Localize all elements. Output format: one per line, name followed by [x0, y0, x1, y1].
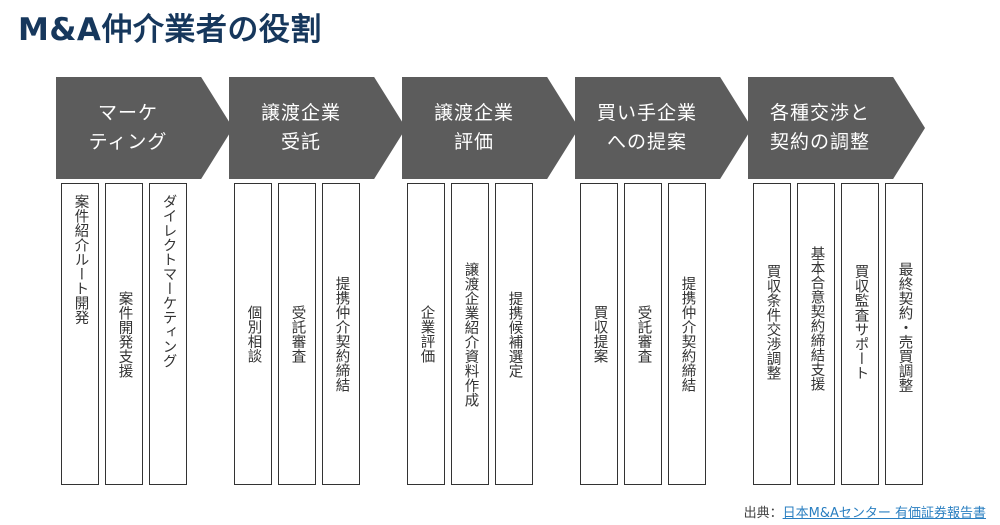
stage-label: マーケ ティング: [88, 102, 168, 153]
stage-marketing: マーケ ティング: [56, 77, 233, 179]
stage-arrow: [229, 77, 406, 179]
task-label: 譲渡企業紹介資料作成: [462, 261, 479, 407]
stage-label: 買い手企業 への提案: [596, 102, 697, 153]
stage-negotiation-contract: 各種交渉と 契約の調整: [748, 77, 925, 179]
stage-arrow: [748, 77, 925, 179]
page-title: M&A仲介業者の役割: [18, 12, 322, 48]
task-box: ダイレクトマーケティング: [149, 183, 187, 485]
stage-label: 各種交渉と 契約の調整: [769, 102, 870, 153]
task-label: 案件紹介ルート開発: [72, 194, 89, 325]
task-label: 提携仲介契約締結: [679, 276, 696, 392]
task-box: 提携仲介契約締結: [668, 183, 706, 485]
task-box: 最終契約・売買調整: [885, 183, 923, 485]
task-label: ダイレクトマーケティング: [160, 194, 177, 368]
task-label: 企業評価: [418, 305, 435, 363]
stage-label: 譲渡企業 受託: [260, 102, 341, 153]
task-box: 案件開発支援: [105, 183, 143, 485]
source-citation: 出典：日本M&Aセンター 有価証券報告書: [744, 502, 986, 521]
task-box: 案件紹介ルート開発: [61, 183, 99, 485]
task-label: 買収条件交渉調整: [764, 264, 781, 380]
task-box: 提携仲介契約締結: [322, 183, 360, 485]
task-label: 買収監査サポート: [852, 264, 869, 380]
task-box: 個別相談: [234, 183, 272, 485]
task-box: 買収条件交渉調整: [753, 183, 791, 485]
task-box: 買収提案: [580, 183, 618, 485]
task-box: 企業評価: [407, 183, 445, 485]
stage-buyer-proposal: 買い手企業 への提案: [575, 77, 752, 179]
stage-seller-engagement: 譲渡企業 受託: [229, 77, 406, 179]
task-box: 受託審査: [278, 183, 316, 485]
task-label: 個別相談: [245, 305, 262, 363]
stage-arrow: [575, 77, 752, 179]
stage-label: 譲渡企業 評価: [433, 102, 514, 153]
task-box: 受託審査: [624, 183, 662, 485]
task-label: 買収提案: [591, 305, 608, 363]
task-box: 買収監査サポート: [841, 183, 879, 485]
task-label: 受託審査: [289, 305, 306, 363]
stage-seller-valuation: 譲渡企業 評価: [402, 77, 579, 179]
stage-arrow: [402, 77, 579, 179]
process-flow: マーケ ティング 譲渡企業 受託 譲渡企業 評価 買い手企業 への提案 各種交渉…: [56, 77, 925, 485]
task-label: 提携仲介契約締結: [333, 276, 350, 392]
source-link[interactable]: 日本M&Aセンター 有価証券報告書: [782, 506, 986, 521]
task-label: 案件開発支援: [116, 290, 133, 378]
task-label: 提携候補選定: [506, 290, 523, 378]
task-box: 提携候補選定: [495, 183, 533, 485]
task-label: 受託審査: [635, 305, 652, 363]
task-box: 譲渡企業紹介資料作成: [451, 183, 489, 485]
stage-arrow: [56, 77, 233, 179]
task-label: 最終契約・売買調整: [896, 262, 913, 393]
source-prefix: 出典：: [743, 506, 783, 521]
task-box: 基本合意契約締結支援: [797, 183, 835, 485]
task-label: 基本合意契約締結支援: [808, 246, 825, 391]
